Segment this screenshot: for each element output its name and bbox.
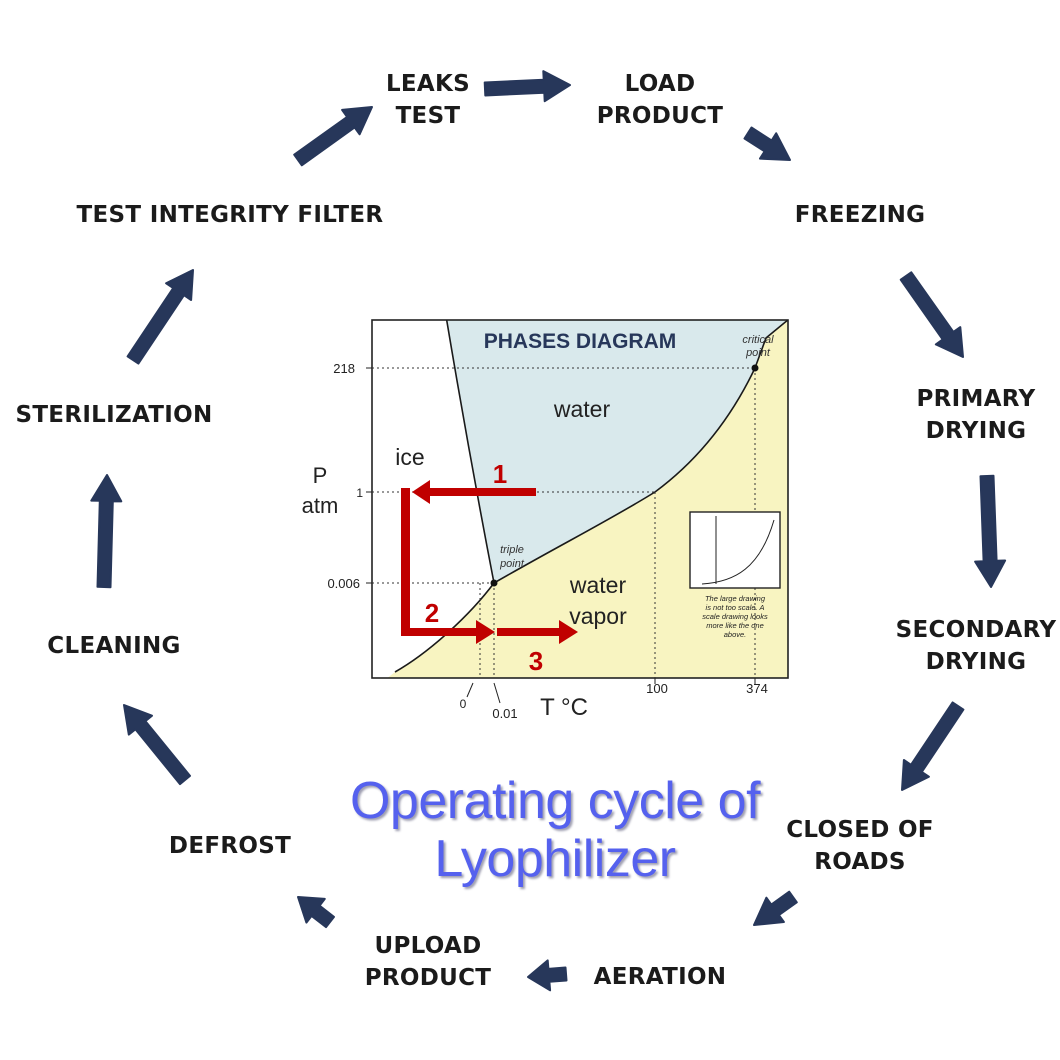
path-segment-2-vertical [401, 488, 410, 636]
cycle-arrow-1 [483, 70, 571, 103]
path-arrow-2 [401, 620, 495, 644]
cycle-arrow-4 [974, 474, 1007, 588]
inset-note-line: above. [724, 630, 747, 639]
step-upload-product: UPLOAD PRODUCT [364, 933, 492, 991]
step-leaks-test: LEAKS TEST [385, 71, 471, 129]
cycle-arrow-9 [123, 704, 191, 786]
triple-point-dot [490, 579, 498, 587]
vaporization-curve [493, 320, 788, 584]
step-cleaning: CLEANING [47, 633, 181, 659]
triple-point-label: point [499, 558, 525, 570]
main-title: Operating cycle of Lyophilizer [349, 772, 761, 888]
vapor-label: vapor [569, 603, 627, 629]
x-tick-label: 374 [746, 681, 768, 696]
ice-label: ice [395, 444, 424, 470]
cycle-arrow-7 [527, 959, 568, 992]
path-step-label: 2 [425, 598, 439, 628]
critical-point-dot [751, 364, 759, 372]
cycle-arrow-10 [90, 474, 123, 589]
step-freezing: FREEZING [794, 202, 926, 228]
step-primary-drying: PRIMARY DRYING [916, 386, 1036, 444]
path-step-label: 1 [493, 459, 507, 489]
x-tick-label: 100 [646, 681, 668, 696]
fusion-curve [445, 320, 495, 584]
cycle-arrow-3 [899, 271, 964, 358]
inset-note-line: more like the one [706, 621, 764, 630]
cycle-arrow-12 [293, 106, 373, 167]
step-load-product: LOAD PRODUCT [596, 71, 724, 129]
inset-box [689, 511, 781, 589]
x-tick-label: 0 [460, 697, 467, 711]
main-title-line: Lyophilizer [434, 830, 676, 888]
diagram-frame [371, 319, 789, 679]
step-closed-of-roads: CLOSED OF ROADS [786, 817, 934, 875]
step-defrost: DEFROST [168, 833, 292, 859]
x-axis-label: T °C [540, 694, 588, 721]
lyophilization-path [401, 480, 578, 644]
step-aeration: AERATION [593, 964, 727, 990]
axis-ticks [366, 367, 756, 704]
y-tick-label: 218 [333, 361, 355, 376]
y-tick-label: 1 [356, 486, 363, 500]
cycle-arrow-6 [753, 890, 798, 926]
inset-note: The large drawing is not too scale. A sc… [702, 594, 768, 639]
main-title-line: Operating cycle of [349, 772, 761, 830]
inset-curve [701, 519, 775, 585]
critical-point-label: critical [742, 334, 774, 346]
cycle-arrow-2 [743, 126, 791, 161]
diagram-title: PHASES DIAGRAM [484, 330, 677, 353]
x-tick-label: 0.01 [492, 706, 517, 721]
step-test-integrity-filter: TEST INTEGRITY FILTER [76, 202, 384, 228]
critical-point-label: point [745, 347, 771, 359]
y-tick-label: 0.006 [327, 576, 360, 591]
cycle-arrow-11 [126, 269, 194, 365]
water-label: water [553, 396, 611, 422]
inset-note-line: The large drawing [705, 594, 766, 603]
path-step-label: 3 [529, 646, 543, 676]
triple-point-label: triple [500, 544, 524, 556]
cycle-arrow-5 [901, 701, 965, 791]
step-secondary-drying: SECONDARY DRYING [895, 617, 1057, 675]
step-sterilization: STERILIZATION [15, 402, 213, 428]
water-region [446, 320, 788, 583]
path-arrow-1 [412, 480, 536, 504]
inset-note-line: is not too scale. A [706, 603, 765, 612]
inset-note-line: scale drawing looks [702, 612, 768, 621]
vapor-region [387, 320, 788, 678]
path-arrow-3 [497, 620, 578, 644]
y-axis-label: P [313, 463, 328, 488]
cycle-arrow-8 [297, 896, 335, 929]
y-axis-label: atm [302, 493, 339, 518]
vapor-label: water [569, 572, 627, 598]
